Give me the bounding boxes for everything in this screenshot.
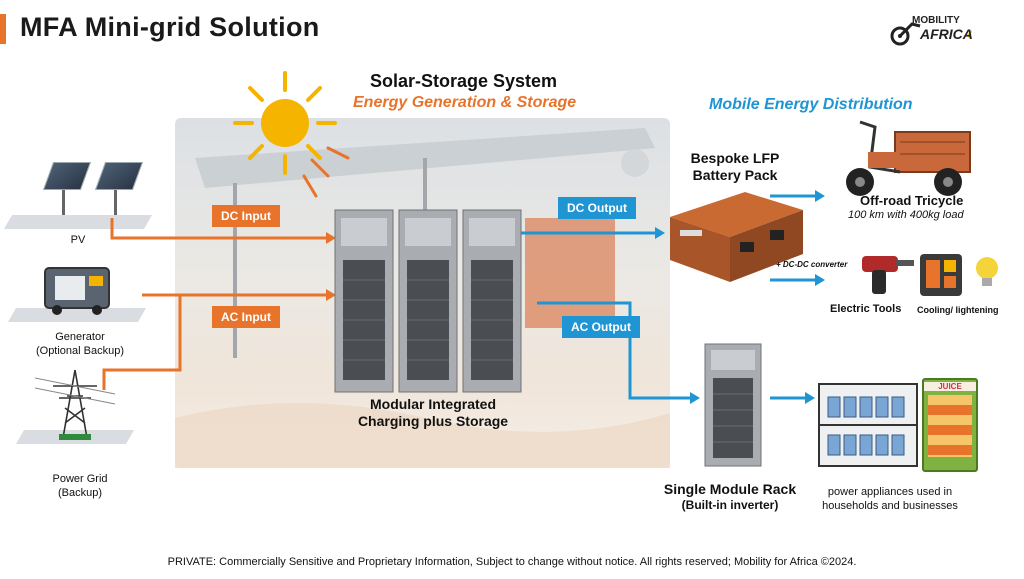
dc-input-tag: DC Input	[212, 205, 280, 227]
storage-label-line2: Charging plus Storage	[357, 413, 509, 429]
rack-icon	[704, 343, 762, 467]
battery-label: Bespoke LFP Battery Pack	[675, 150, 795, 184]
pv-illustration	[3, 150, 153, 230]
arrow-head-dc-in-icon	[326, 232, 336, 244]
system-title: Solar-Storage System	[370, 71, 558, 91]
fridge-icon: JUICE	[922, 378, 978, 472]
pv-label: PV	[70, 234, 86, 246]
storage-cabinets	[334, 209, 525, 395]
storage-label-line1: Modular Integrated	[369, 396, 496, 412]
drill-icon	[862, 256, 914, 294]
company-logo: MOBILITY AFRICA	[890, 12, 980, 46]
bulb-icon	[976, 257, 998, 286]
arrow-head-tricycle-icon	[815, 190, 825, 202]
appliances-label-line2: households and businesses	[822, 500, 958, 512]
arrow-head-dc-out-icon	[655, 227, 665, 239]
logo-text-africa: AFRICA	[920, 26, 973, 42]
generator-illustration	[7, 258, 147, 328]
generator-icon	[44, 267, 110, 315]
dc-output-tag: DC Output	[558, 197, 636, 219]
page-title: MFA Mini-grid Solution	[20, 12, 320, 42]
electric-tools-label: Electric Tools	[830, 303, 902, 315]
logo-text-mobility: MOBILITY	[912, 15, 960, 26]
heater-icon	[920, 254, 962, 296]
ac-input-tag: AC Input	[212, 306, 280, 328]
motorbike-logo-icon	[890, 22, 972, 46]
arrow-head-ac-in-icon	[326, 289, 336, 301]
generator-label-line1: Generator	[55, 331, 105, 343]
battery-label-line2: Battery Pack	[692, 167, 778, 183]
transmission-tower-icon	[34, 369, 116, 440]
title-accent-bar	[0, 14, 6, 44]
footer-disclaimer: PRIVATE: Commercially Sensitive and Prop…	[167, 556, 857, 568]
storage-label: Modular Integrated Charging plus Storage	[333, 396, 533, 430]
ac-output-tag: AC Output	[562, 316, 640, 338]
system-subtitle: Energy Generation & Storage	[353, 94, 577, 111]
display-fridge-icon	[818, 383, 918, 467]
site-photo-background	[175, 118, 670, 468]
grid-label-line1: Power Grid	[52, 473, 108, 485]
appliances-label: power appliances used in households and …	[805, 485, 975, 513]
grid-label-line2: (Backup)	[57, 487, 103, 499]
rack-label-line2: (Built-in inverter)	[681, 498, 779, 512]
arrow-head-ac-out-icon	[690, 392, 700, 404]
generator-label-line2: (Optional Backup)	[35, 345, 125, 357]
arrow-head-appliances-icon	[805, 392, 815, 404]
storage-cabinet-icon	[334, 209, 522, 393]
grid-label: Power Grid (Backup)	[30, 472, 130, 500]
battery-label-line1: Bespoke LFP	[690, 150, 780, 166]
juice-label: JUICE	[924, 382, 976, 391]
rack-label: Single Module Rack (Built-in inverter)	[640, 481, 820, 513]
sun-icon	[233, 71, 350, 198]
battery-pack-icon	[670, 192, 803, 282]
tricycle-spec: 100 km with 400kg load	[848, 209, 964, 221]
dcdc-converter-label: + DC-DC converter	[776, 260, 848, 269]
generator-label: Generator (Optional Backup)	[10, 330, 150, 358]
appliances-label-line1: power appliances used in	[827, 486, 953, 498]
cooling-label: Cooling/ lightening	[917, 305, 999, 315]
rack-label-line1: Single Module Rack	[663, 481, 797, 497]
arrow-head-tools-icon	[815, 274, 825, 286]
grid-illustration	[15, 368, 135, 448]
distribution-title: Mobile Energy Distribution	[709, 96, 913, 113]
tricycle-icon	[846, 120, 971, 196]
tricycle-label: Off-road Tricycle	[860, 193, 964, 208]
